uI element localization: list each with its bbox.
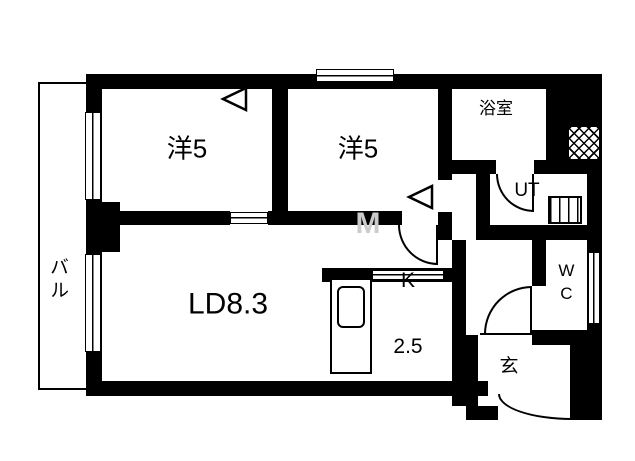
room-label-bedroom2: 洋5 <box>337 133 379 164</box>
room-label-living-dining: LD8.3 <box>187 287 269 321</box>
wall-kitchen-corner <box>452 240 466 282</box>
door-triangle-bedroom1-icon <box>220 86 248 112</box>
wall-utility-left <box>476 160 490 240</box>
room-label-kitchen-line1: K <box>400 268 416 292</box>
watermark-text: M <box>355 207 381 240</box>
wall-bedroom2-right-lower <box>438 212 452 240</box>
sliding-door-bedroom1-icon <box>230 212 268 224</box>
utility-fixture-icon <box>548 196 582 224</box>
window-top-icon <box>316 69 394 82</box>
room-label-kitchen-line2: 2.5 <box>393 335 423 359</box>
wall-under-bedroom1 <box>102 211 230 225</box>
door-triangle-bedroom2-icon <box>406 184 434 210</box>
wall-bedroom2-right-upper <box>438 89 452 180</box>
wall-kitchen-right <box>452 282 466 406</box>
entrance-step-line <box>480 333 532 335</box>
wall-utility-bottom <box>490 225 602 240</box>
room-label-bath: 浴室 <box>479 99 513 119</box>
kitchen-sink <box>337 286 365 328</box>
wall-wc-bottom <box>532 330 602 345</box>
window-balcony-upper-icon <box>85 112 101 200</box>
window-balcony-lower-icon <box>85 254 101 352</box>
window-wc-icon <box>588 252 600 324</box>
room-label-balcony: バル <box>46 257 68 303</box>
door-arc-entrance-icon <box>498 394 572 420</box>
room-label-kitchen: K 2.5 <box>393 226 422 402</box>
wall-under-bedroom2 <box>268 211 402 225</box>
wall-bedroom-divider <box>272 89 288 225</box>
room-label-wc: WC <box>556 261 576 307</box>
wall-bottom <box>86 381 488 396</box>
room-label-utility: UT <box>514 180 540 202</box>
pipe-space-hatch-icon <box>566 124 602 162</box>
room-label-entrance: 玄 <box>499 356 519 378</box>
kitchen-passthrough-icon <box>372 270 444 280</box>
wall-bottom-right-b <box>572 406 602 420</box>
wall-entrance-pier <box>570 345 587 406</box>
wall-bottom-right-a <box>466 406 498 420</box>
room-label-bedroom1: 洋5 <box>166 133 208 164</box>
wall-wc-left <box>532 240 546 286</box>
wall-left-block <box>86 202 120 252</box>
door-arc-wc-icon <box>484 286 532 334</box>
wall-entrance-left <box>466 335 478 420</box>
